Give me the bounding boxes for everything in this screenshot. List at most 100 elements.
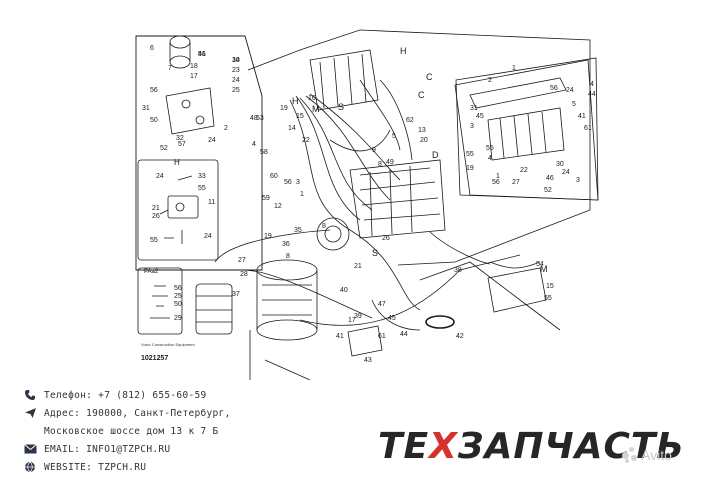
callout-number: 22: [302, 137, 310, 144]
callout-number: 45: [388, 315, 396, 322]
inset-h-label: H: [174, 158, 180, 167]
callout-number: 40: [340, 287, 348, 294]
callout-number: 1: [300, 191, 304, 198]
inset-right-callout: 4: [590, 81, 594, 88]
callout-number: 19: [264, 233, 272, 240]
callout-number: 36: [282, 241, 290, 248]
inset-right-callout: 52: [544, 187, 552, 194]
callout-number: 19: [280, 105, 288, 112]
section-label: H: [400, 46, 407, 56]
callout-number: 23: [232, 67, 240, 74]
inset-paa-callout: 25: [174, 293, 182, 300]
inset-right-callout: 55: [466, 151, 474, 158]
inset-right-callout: 45: [476, 113, 484, 120]
website-icon: [22, 460, 38, 474]
inset-paa-callout: 56: [174, 285, 182, 292]
callout-number: 5: [392, 133, 396, 140]
callout-number: 12: [274, 203, 282, 210]
callout-number: 35: [294, 227, 302, 234]
address-icon: [22, 406, 38, 420]
inset-paa-callout: 50: [174, 301, 182, 308]
inset-h-callout: 26: [152, 213, 160, 220]
section-label: C: [418, 90, 425, 100]
hydraulic-parts-diagram: 5110232425561817763150523257242453586059…: [135, 29, 599, 380]
callout-number: 26: [382, 235, 390, 242]
inset-right-callout: 2: [488, 77, 492, 84]
callout-number: 48: [250, 115, 258, 122]
inset-h-callout: 55: [198, 185, 206, 192]
callout-number: 42: [456, 333, 464, 340]
callout-number: 60: [270, 173, 278, 180]
contact-phone: Телефон: +7 (812) 655-60-59: [22, 386, 342, 404]
callout-number: 34: [232, 57, 240, 64]
callout-number: 8: [286, 253, 290, 260]
inset-right-callout: 24: [562, 169, 570, 176]
inset-right-callout: 19: [466, 165, 474, 172]
inset-right-callout: 4: [488, 155, 492, 162]
inset-right-callout: 44: [588, 91, 596, 98]
contact-address-cont: Московское шоссе дом 13 к 7 Б: [22, 422, 342, 440]
section-label: C: [426, 72, 433, 82]
email-icon: [22, 442, 38, 456]
callout-number: 46: [198, 51, 206, 58]
logo-part-1: ТЕ: [378, 425, 430, 467]
inset-right-callout: 55: [486, 145, 494, 152]
callout-number: 59: [262, 195, 270, 202]
callout-number: 58: [260, 149, 268, 156]
phone-text[interactable]: Телефон: +7 (812) 655-60-59: [44, 389, 207, 401]
inset-paa-label: PAa2: [144, 269, 159, 275]
callout-number: 47: [378, 301, 386, 308]
avito-text: Avito: [641, 447, 672, 463]
callout-number: 32: [176, 135, 184, 142]
inset-right-callout: 31: [470, 105, 478, 112]
callout-number: 49: [386, 159, 394, 166]
inset-h-callout: 55: [150, 237, 158, 244]
section-label: S: [372, 248, 378, 258]
avito-dots-icon: [622, 447, 638, 463]
phone-icon: [22, 388, 38, 402]
inset-right-callout: 1: [512, 65, 516, 72]
callout-labels: 5110232425561817763150523257242453586059…: [142, 45, 596, 364]
callout-number: 17: [348, 317, 356, 324]
inset-h-callout: 24: [156, 173, 164, 180]
inset-right-callout: 46: [546, 175, 554, 182]
inset-right-callout: 1: [496, 173, 500, 180]
inset-right-callout: 61: [584, 125, 592, 132]
callout-number: 6: [150, 45, 154, 52]
callout-number: 9: [372, 147, 376, 154]
frame-code: 1021257: [141, 355, 168, 362]
callout-number: 28: [240, 271, 248, 278]
inset-paa-callout: 29: [174, 315, 182, 322]
callout-number: 3: [296, 179, 300, 186]
callout-number: 61: [378, 333, 386, 340]
callout-number: 21: [354, 263, 362, 270]
callout-number: 56: [150, 87, 158, 94]
callout-number: 8: [322, 223, 326, 230]
company-logo: ТЕ Х ЗАПЧАСТЬ: [378, 424, 685, 468]
contact-block: Телефон: +7 (812) 655-60-59 Адрес: 19000…: [22, 386, 342, 476]
callout-number: 57: [178, 141, 186, 148]
callout-number: 13: [418, 127, 426, 134]
callout-number: 20: [420, 137, 428, 144]
email-text[interactable]: EMAIL: INFO1@TZPCH.RU: [44, 443, 171, 455]
callout-number: 15: [296, 113, 304, 120]
inset-right-callout: 27: [512, 179, 520, 186]
callout-number: 15: [546, 283, 554, 290]
contact-email: EMAIL: INFO1@TZPCH.RU: [22, 440, 342, 458]
frame-label: Volvo Construction Equipment: [141, 342, 195, 347]
callout-number: 4: [252, 141, 256, 148]
callout-number: 38: [454, 267, 462, 274]
inset-h-callout: 11: [208, 199, 215, 206]
website-text[interactable]: WEBSITE: TZPCH.RU: [44, 461, 147, 473]
callout-number: 2: [224, 125, 228, 132]
section-label: M: [540, 264, 548, 274]
callout-number: 54: [536, 261, 544, 268]
callout-number: 27: [238, 257, 246, 264]
callout-number: 55: [544, 295, 552, 302]
callout-number: 51: [198, 51, 206, 58]
callout-number: 44: [400, 331, 408, 338]
section-label: H: [292, 96, 299, 106]
inset-right-callout: 56: [550, 85, 558, 92]
callout-number: 24: [208, 137, 216, 144]
inset-right-callout: 24: [566, 87, 574, 94]
